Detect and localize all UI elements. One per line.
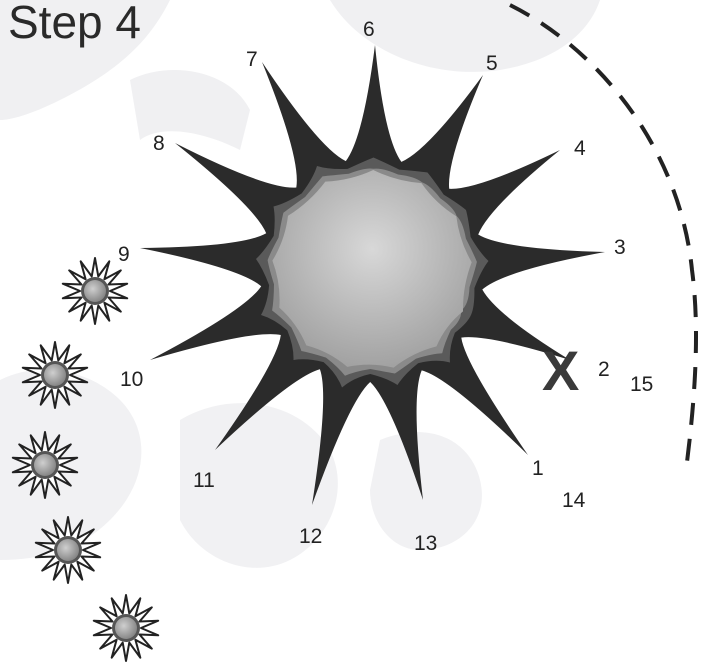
small-sun-star-icon (94, 595, 158, 661)
point-label-4: 4 (574, 137, 586, 160)
point-label-1: 1 (532, 457, 544, 480)
point-label-12: 12 (299, 525, 322, 548)
point-label-11: 11 (193, 469, 215, 492)
step-title: Step 4 (8, 0, 141, 48)
point-label-3: 3 (614, 236, 626, 259)
small-star-core (44, 364, 66, 386)
point-label-13: 13 (414, 532, 437, 555)
point-label-9: 9 (118, 243, 130, 266)
dashed-guide-path (510, 5, 696, 470)
small-star-core (84, 280, 106, 302)
point-label-8: 8 (153, 132, 165, 155)
small-star-core (34, 454, 56, 476)
x-marker-icon: X (542, 339, 579, 402)
point-label-14: 14 (562, 489, 586, 512)
point-label-2: 2 (598, 358, 610, 381)
small-sun-star-icon (63, 258, 127, 324)
point-label-7: 7 (246, 48, 258, 71)
small-star-core (57, 539, 79, 561)
point-label-6: 6 (363, 18, 375, 41)
small-star-core (115, 617, 137, 639)
point-label-10: 10 (120, 368, 143, 391)
point-label-5: 5 (486, 52, 498, 75)
point-label-15: 15 (630, 373, 653, 396)
